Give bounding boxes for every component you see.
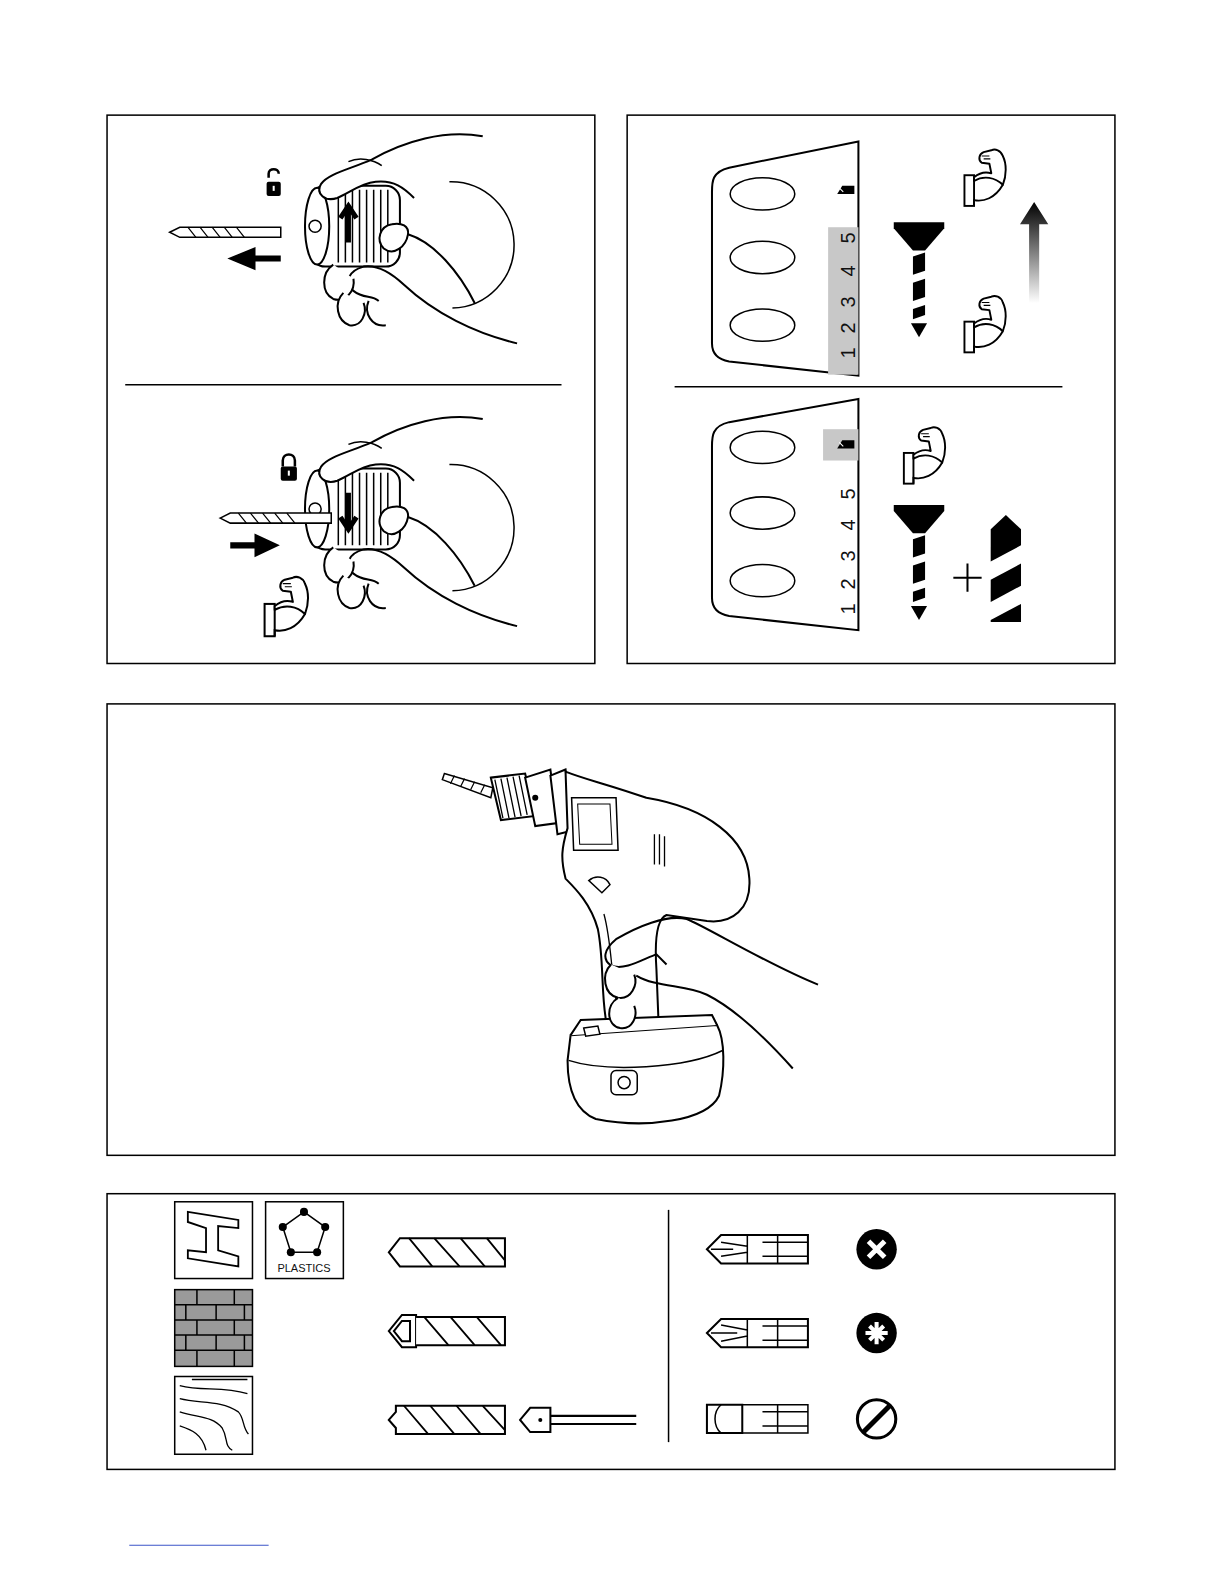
torque-number: 4: [838, 520, 858, 531]
torque-number: 2: [838, 323, 858, 334]
torque-number: 5: [838, 488, 858, 499]
page-artwork: [107, 115, 1115, 1545]
torque-number: 1: [838, 348, 858, 359]
torque-number: 1: [838, 603, 858, 614]
drill-illustration: [442, 770, 818, 1124]
material-label: PLASTICS: [277, 1263, 330, 1274]
torque-number: 3: [838, 551, 858, 562]
torque-number: 2: [838, 578, 858, 589]
torque-number: 3: [838, 296, 858, 307]
torque-number: 4: [838, 265, 858, 276]
torque-number: 5: [838, 233, 858, 244]
